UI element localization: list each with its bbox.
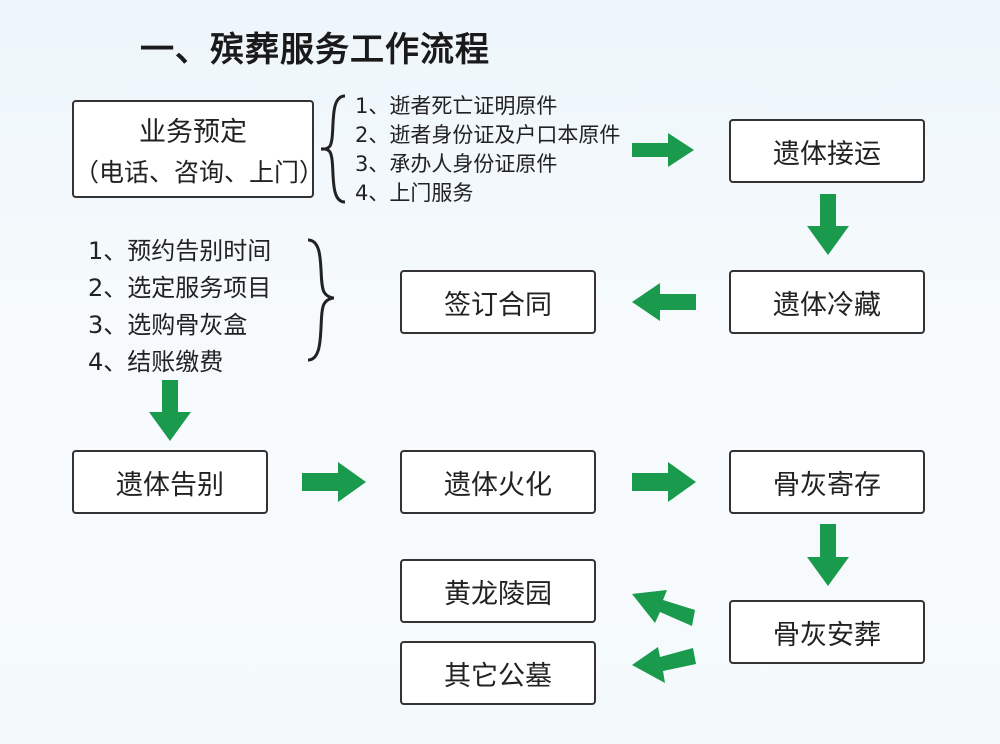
- arrow-down-icon: [807, 194, 849, 255]
- list-item: 2、逝者身份证及户口本原件: [355, 123, 621, 147]
- arrow-right-icon: [632, 462, 696, 502]
- list-item: 3、选购骨灰盒: [88, 311, 248, 339]
- step-huanglong: 黄龙陵园: [400, 559, 596, 623]
- step-other-cemetery: 其它公墓: [400, 641, 596, 705]
- step-ash-burial: 骨灰安葬: [729, 600, 925, 664]
- brace-right-contract: [307, 238, 335, 362]
- arrow-right-icon: [302, 462, 366, 502]
- arrow-left-icon: [632, 283, 696, 321]
- page-title: 一、殡葬服务工作流程: [140, 30, 490, 70]
- arrow-down-icon: [807, 524, 849, 586]
- list-item: 1、逝者死亡证明原件: [355, 94, 558, 118]
- arrow-right-icon: [632, 133, 694, 167]
- list-item: 2、选定服务项目: [88, 274, 272, 302]
- list-item: 4、上门服务: [355, 181, 474, 205]
- brace-left-booking: [320, 94, 346, 204]
- step-refrigeration: 遗体冷藏: [729, 270, 925, 334]
- booking-sub: （电话、咨询、上门）: [74, 157, 325, 187]
- list-item: 4、结账缴费: [88, 348, 224, 376]
- step-contract: 签订合同: [400, 270, 596, 334]
- booking-items: 1、逝者死亡证明原件 2、逝者身份证及户口本原件 3、承办人身份证原件 4、上门…: [355, 92, 620, 208]
- arrow-down-icon: [149, 380, 191, 441]
- step-transport: 遗体接运: [729, 119, 925, 183]
- booking-box: 业务预定 （电话、咨询、上门）: [72, 100, 325, 198]
- step-farewell: 遗体告别: [72, 450, 268, 514]
- arrow-up-left-icon: [632, 590, 695, 626]
- step-cremation: 遗体火化: [400, 450, 596, 514]
- arrow-down-left-icon: [632, 647, 696, 683]
- list-item: 3、承办人身份证原件: [355, 152, 558, 176]
- step-ash-storage: 骨灰寄存: [729, 450, 925, 514]
- list-item: 1、预约告别时间: [88, 237, 272, 265]
- booking-label: 业务预定: [139, 116, 247, 148]
- contract-items: 1、预约告别时间 2、选定服务项目 3、选购骨灰盒 4、结账缴费: [88, 233, 271, 381]
